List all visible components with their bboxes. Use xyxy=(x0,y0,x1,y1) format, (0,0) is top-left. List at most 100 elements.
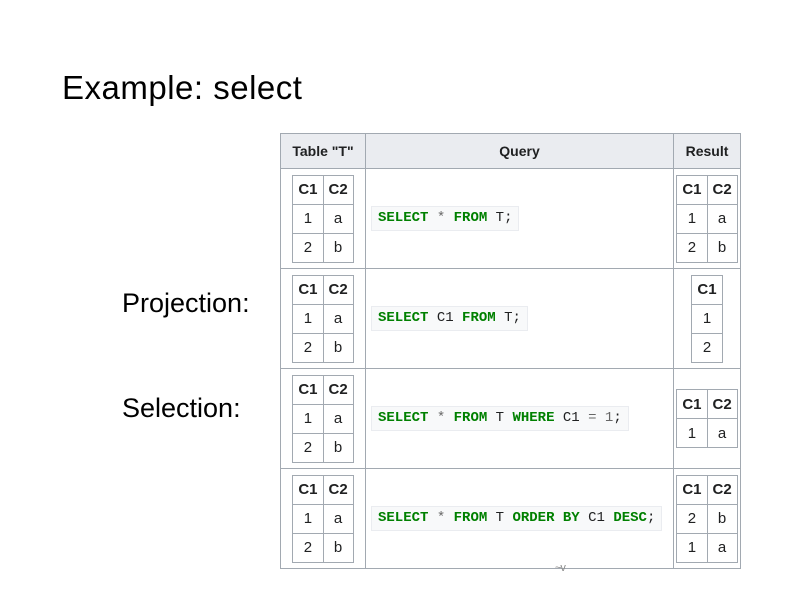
mini-header-cell: C2 xyxy=(322,174,354,205)
mini-data-row: 2 xyxy=(691,332,723,363)
mini-header-cell: C2 xyxy=(706,174,738,205)
mini-header-cell: C1 xyxy=(676,174,708,205)
mini-data-cell: b xyxy=(322,532,354,563)
mini-data-cell: 1 xyxy=(691,303,723,334)
mini-header-cell: C1 xyxy=(292,474,324,505)
sql-query-code: SELECT * FROM T; xyxy=(371,206,520,231)
mini-data-cell: a xyxy=(322,503,354,534)
mini-header-cell: C1 xyxy=(676,389,708,419)
column-header-query: Query xyxy=(365,133,674,169)
mini-data-cell: 1 xyxy=(292,203,324,234)
mini-data-cell: 1 xyxy=(292,503,324,534)
sql-query-code: SELECT * FROM T WHERE C1 = 1; xyxy=(371,406,629,431)
mini-header-cell: C1 xyxy=(292,374,324,405)
label-projection: Projection: xyxy=(122,288,250,318)
label-selection: Selection: xyxy=(122,393,241,423)
mini-data-cell: 2 xyxy=(292,432,324,463)
mini-data-cell: a xyxy=(706,418,738,448)
mini-data-cell: 2 xyxy=(292,332,324,363)
mini-data-cell: 2 xyxy=(691,332,723,363)
query-cell: SELECT * FROM T; xyxy=(365,168,674,269)
mini-data-cell: b xyxy=(322,332,354,363)
mini-data-cell: a xyxy=(706,532,738,563)
mini-data-cell: a xyxy=(322,303,354,334)
mini-header-row: C1 xyxy=(691,274,723,305)
mini-data-row: 1 xyxy=(691,303,723,334)
mini-data-cell: 2 xyxy=(292,532,324,563)
column-header-table-t: Table "T" xyxy=(280,133,366,169)
mini-data-cell: 2 xyxy=(292,232,324,263)
stray-mark: ~v xyxy=(555,562,566,574)
mini-header-cell: C1 xyxy=(676,474,708,505)
sql-query-code: SELECT * FROM T ORDER BY C1 DESC; xyxy=(371,506,663,531)
mini-header-cell: C1 xyxy=(292,274,324,305)
query-cell: SELECT * FROM T WHERE C1 = 1; xyxy=(365,368,674,469)
mini-header-cell: C2 xyxy=(322,274,354,305)
mini-data-cell: a xyxy=(322,203,354,234)
mini-header-cell: C2 xyxy=(322,474,354,505)
mini-header-cell: C2 xyxy=(706,389,738,419)
mini-data-cell: b xyxy=(322,432,354,463)
mini-data-cell: 1 xyxy=(292,403,324,434)
query-cell: SELECT * FROM T ORDER BY C1 DESC; xyxy=(365,468,674,569)
column-header-result: Result xyxy=(673,133,741,169)
mini-header-cell: C2 xyxy=(322,374,354,405)
mini-data-cell: b xyxy=(322,232,354,263)
mini-header-cell: C1 xyxy=(292,174,324,205)
sql-query-code: SELECT C1 FROM T; xyxy=(371,306,528,331)
mini-data-cell: 1 xyxy=(292,303,324,334)
mini-data-cell: 1 xyxy=(676,418,708,448)
mini-data-cell: a xyxy=(706,203,738,234)
mini-data-cell: 2 xyxy=(676,503,708,534)
table-header-row: Table "T" Query Result xyxy=(280,133,741,169)
slide-title: Example: select xyxy=(62,69,303,106)
mini-header-cell: C1 xyxy=(691,274,723,305)
mini-header-cell: C2 xyxy=(706,474,738,505)
mini-data-cell: a xyxy=(322,403,354,434)
query-cell: SELECT C1 FROM T; xyxy=(365,268,674,369)
mini-data-cell: 2 xyxy=(676,232,708,263)
mini-data-cell: b xyxy=(706,503,738,534)
mini-data-cell: b xyxy=(706,232,738,263)
mini-data-cell: 1 xyxy=(676,203,708,234)
mini-data-cell: 1 xyxy=(676,532,708,563)
